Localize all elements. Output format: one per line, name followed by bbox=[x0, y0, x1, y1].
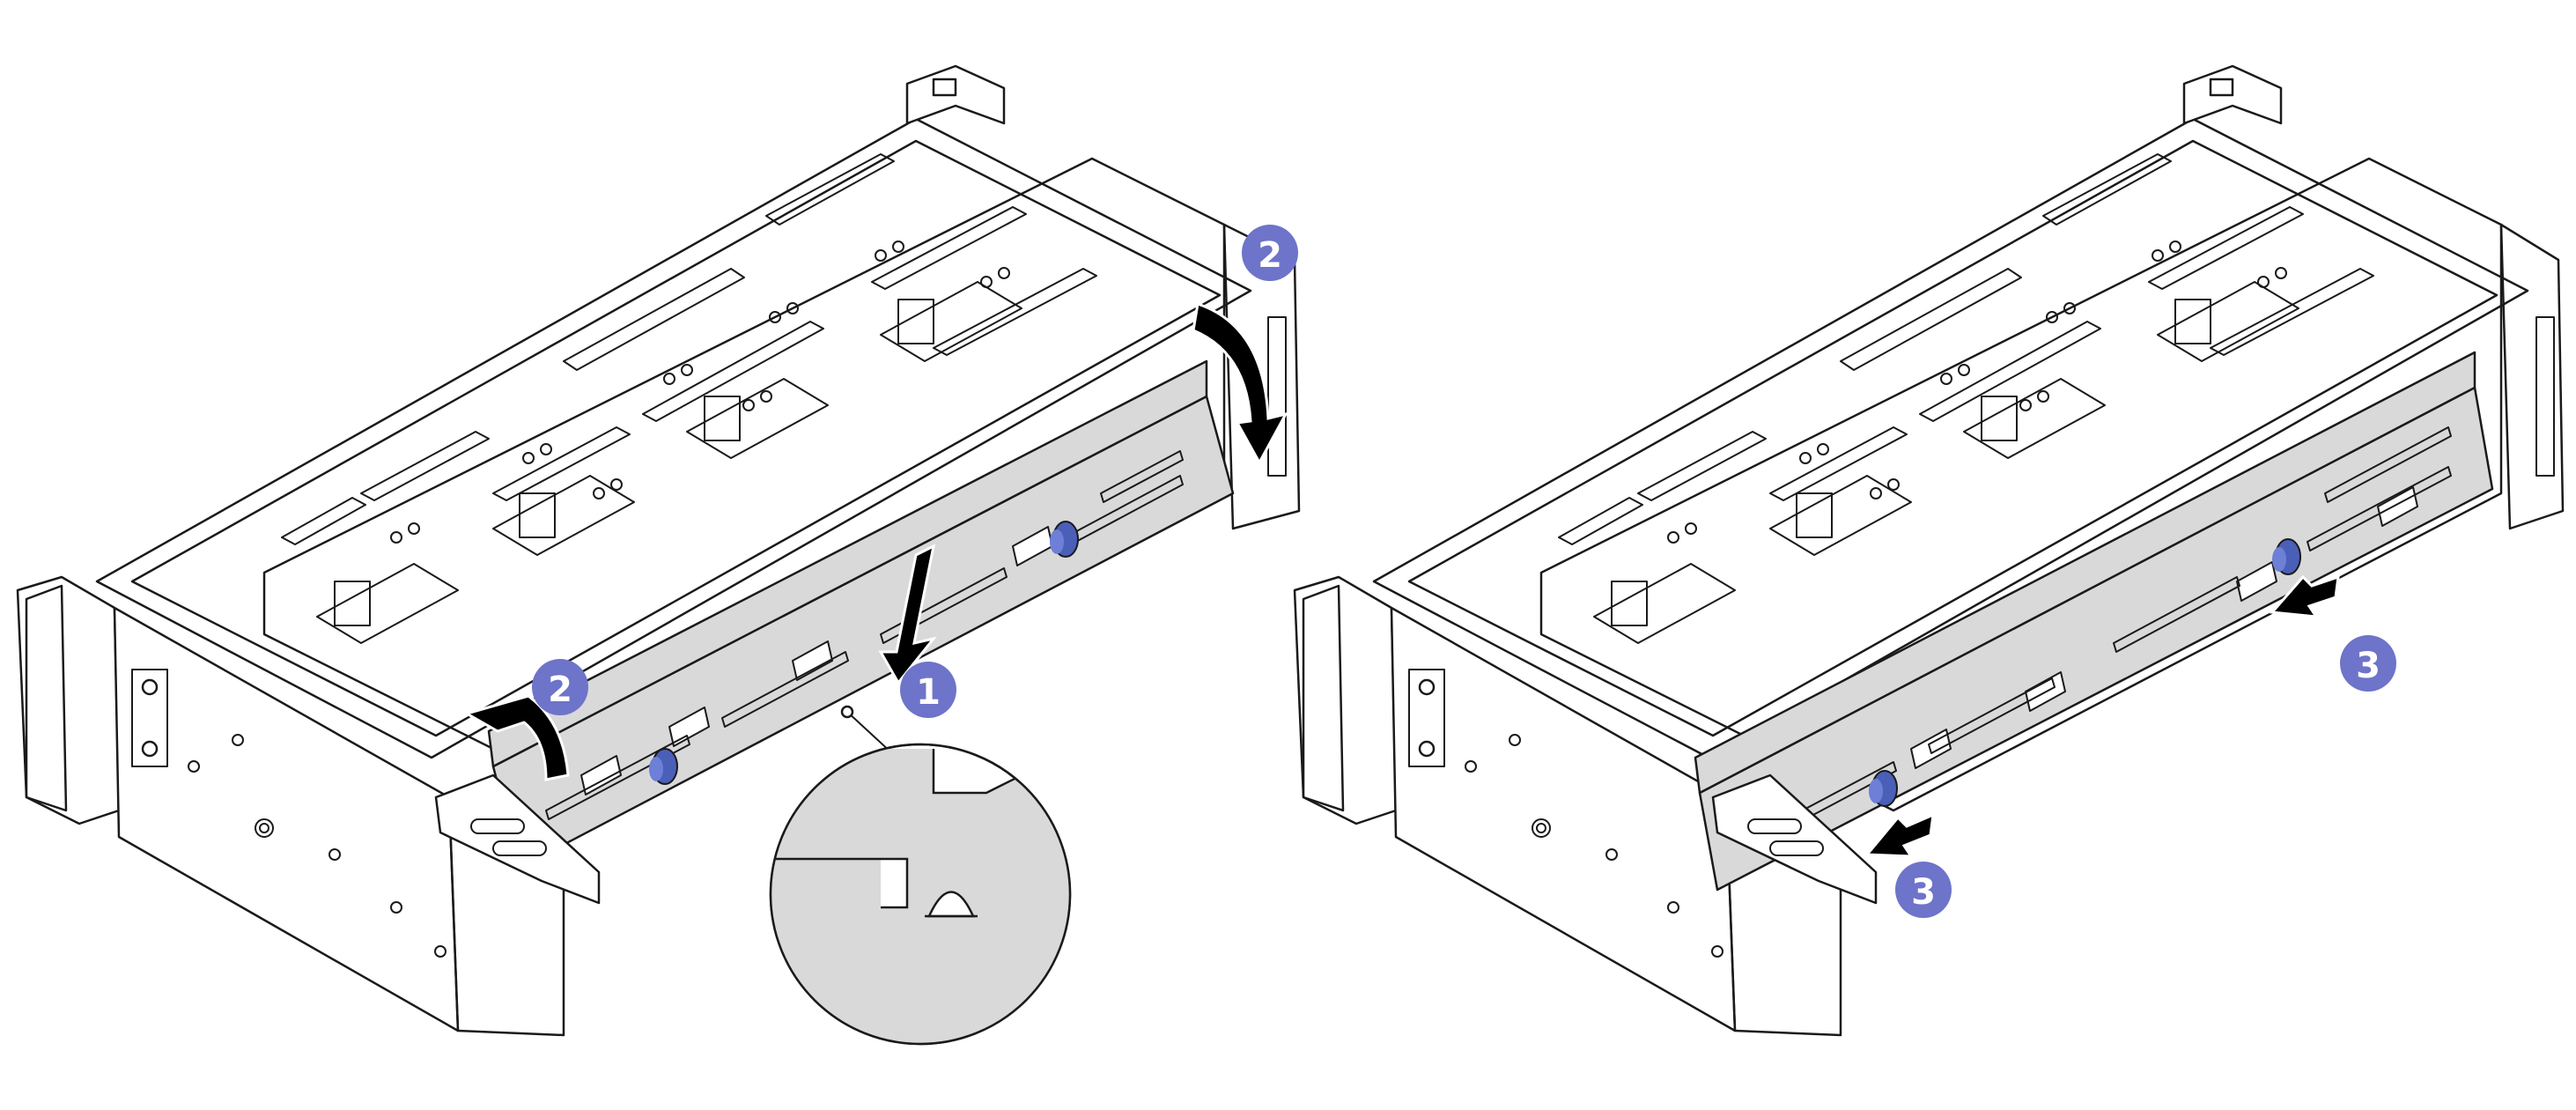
callout-1-label: 1 bbox=[916, 672, 941, 713]
left-top-tray bbox=[95, 117, 1252, 759]
callout-3b-label: 3 bbox=[1911, 872, 1936, 913]
right-top-tray bbox=[1372, 117, 2529, 759]
left-rack-ear bbox=[16, 575, 121, 825]
right-backplane bbox=[1694, 351, 2494, 892]
rotate-arrow-icon bbox=[463, 302, 1288, 781]
right-tray-slots bbox=[1558, 153, 2374, 545]
magnifier-detail-icon bbox=[769, 705, 1072, 1046]
down-arrow-icon bbox=[878, 544, 937, 685]
callout-3b: 3 bbox=[1895, 862, 1952, 918]
left-backplane bbox=[487, 359, 1235, 870]
left-plunger-rear bbox=[1050, 521, 1079, 558]
callout-2a: 2 bbox=[1242, 225, 1298, 281]
callout-3a: 3 bbox=[2340, 635, 2396, 692]
left-chassis bbox=[16, 64, 1301, 1037]
slide-arrow-icon bbox=[1864, 574, 2340, 858]
right-rear-rail bbox=[2499, 223, 2565, 530]
callout-2b: 2 bbox=[532, 659, 588, 715]
callout-3a-label: 3 bbox=[2356, 646, 2380, 686]
callout-1: 1 bbox=[900, 662, 956, 718]
callout-2a-label: 2 bbox=[1258, 235, 1282, 276]
right-front-bracket bbox=[1711, 773, 1878, 905]
callout-2b-label: 2 bbox=[548, 670, 572, 710]
right-plunger-rear bbox=[2272, 538, 2301, 575]
left-tray-holes bbox=[390, 240, 1010, 544]
left-front-bracket bbox=[434, 773, 601, 905]
right-plunger-front bbox=[1869, 770, 1898, 807]
right-rack-ear bbox=[1293, 575, 1398, 825]
right-fan-cage bbox=[1539, 157, 2503, 812]
right-chassis bbox=[1293, 64, 2565, 1037]
right-tray-holes bbox=[1667, 240, 2287, 544]
left-tray-slots bbox=[281, 153, 1097, 545]
left-plunger-front bbox=[649, 748, 678, 785]
